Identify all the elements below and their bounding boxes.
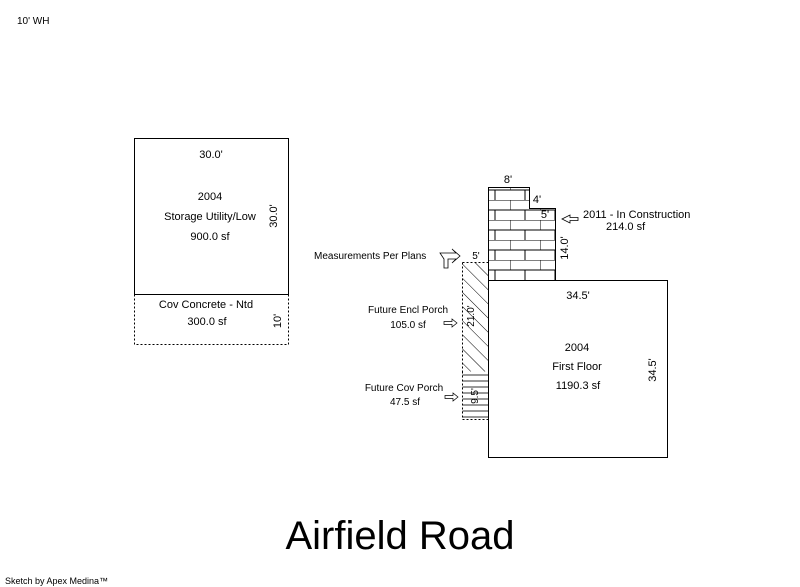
storage-width-label: 30.0' xyxy=(199,149,223,161)
cov-concrete-area: Cov Concrete - Ntd 300.0 sf 10' xyxy=(134,294,289,345)
storage-outline xyxy=(134,138,289,295)
first-floor-outline xyxy=(488,280,668,458)
measurements-width-label: 5' xyxy=(472,251,480,262)
construction-arrow-icon xyxy=(561,214,579,224)
encl-porch-height-label: 21.0' xyxy=(466,305,477,326)
first-floor: 34.5' 2004 First Floor 1190.3 sf 34.5' xyxy=(488,280,668,458)
construction-area: 214.0 sf xyxy=(606,221,646,233)
footer-credit: Sketch by Apex Medina™ xyxy=(5,576,108,586)
construction-inner-label: 5' xyxy=(541,209,549,221)
turn-arrow-icon xyxy=(439,248,461,269)
future-cov-porch: 9.5' Future Cov Porch 47.5 sf xyxy=(365,371,489,420)
storage-year: 2004 xyxy=(198,191,222,203)
cov-concrete-outline xyxy=(134,294,289,345)
construction-top-label: 8' xyxy=(504,174,512,186)
cov-porch-height-label: 9.5' xyxy=(470,388,481,404)
future-encl-porch: 21.0' Future Encl Porch 105.0 sf xyxy=(368,262,489,372)
first-floor-year: 2004 xyxy=(565,342,589,354)
header-note: 10' WH xyxy=(17,16,49,27)
encl-porch-hatch xyxy=(462,262,489,372)
first-floor-name: First Floor xyxy=(552,361,602,373)
cov-porch-area: 47.5 sf xyxy=(390,397,420,408)
cov-porch-arrow-icon xyxy=(444,392,459,402)
storage-area: 900.0 sf xyxy=(190,231,230,243)
sketch-title: Airfield Road xyxy=(285,514,514,558)
encl-porch-name: Future Encl Porch xyxy=(368,305,448,316)
encl-porch-arrow-icon xyxy=(443,318,458,328)
construction-name: 2011 - In Construction xyxy=(583,209,690,221)
measurements-note-text: Measurements Per Plans xyxy=(314,251,426,262)
storage-height-label: 30.0' xyxy=(268,204,280,228)
measurements-note: Measurements Per Plans 5' xyxy=(314,248,480,269)
first-floor-width-label: 34.5' xyxy=(566,290,590,302)
storage-name: Storage Utility/Low xyxy=(164,211,256,223)
storage-building: 30.0' 2004 Storage Utility/Low 900.0 sf … xyxy=(134,138,289,295)
construction-height-label: 14.0' xyxy=(559,236,571,260)
construction-addition: 8' 4' 5' 14.0' 2011 - In Construction 21… xyxy=(488,174,690,281)
first-floor-area: 1190.3 sf xyxy=(556,380,601,392)
first-floor-height-label: 34.5' xyxy=(647,358,659,382)
construction-step-label: 4' xyxy=(533,194,541,206)
cov-concrete-area-label: 300.0 sf xyxy=(187,316,227,328)
cov-concrete-name: Cov Concrete - Ntd xyxy=(159,299,253,311)
construction-outline xyxy=(488,187,556,281)
encl-porch-outline xyxy=(462,262,489,372)
cov-porch-name: Future Cov Porch xyxy=(365,383,443,394)
cov-porch-stripes xyxy=(462,371,489,420)
cov-concrete-height-label: 10' xyxy=(272,314,284,328)
encl-porch-area: 105.0 sf xyxy=(390,320,426,331)
cov-porch-outline xyxy=(462,371,489,420)
